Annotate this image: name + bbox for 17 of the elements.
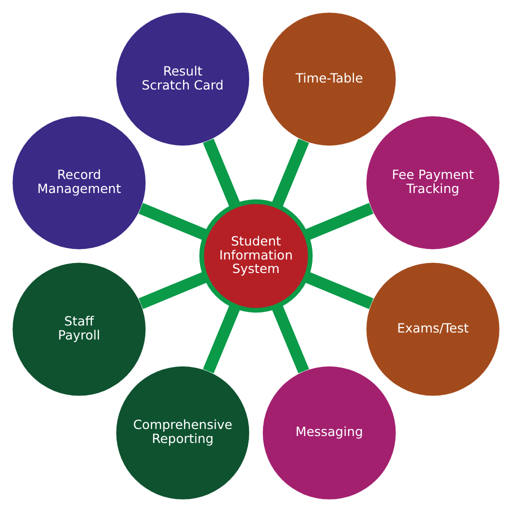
node-circle: Fee Payment Tracking xyxy=(366,116,500,250)
connector xyxy=(271,138,310,208)
connector xyxy=(202,138,241,208)
node-circle: Student Information System xyxy=(199,199,313,313)
node-circle: Staff Payroll xyxy=(12,262,146,396)
node-circle: Comprehensive Reporting xyxy=(116,366,250,500)
node-circle: Time-Table xyxy=(262,12,396,146)
connector xyxy=(304,202,374,241)
node-circle: Record Management xyxy=(12,116,146,250)
node-circle: Messaging xyxy=(262,366,396,500)
connector xyxy=(138,271,208,310)
connector xyxy=(304,271,374,310)
connector xyxy=(138,202,208,241)
node-circle: Result Scratch Card xyxy=(116,12,250,146)
connector xyxy=(271,304,310,374)
node-circle: Exams/Test xyxy=(366,262,500,396)
connector xyxy=(202,304,241,374)
